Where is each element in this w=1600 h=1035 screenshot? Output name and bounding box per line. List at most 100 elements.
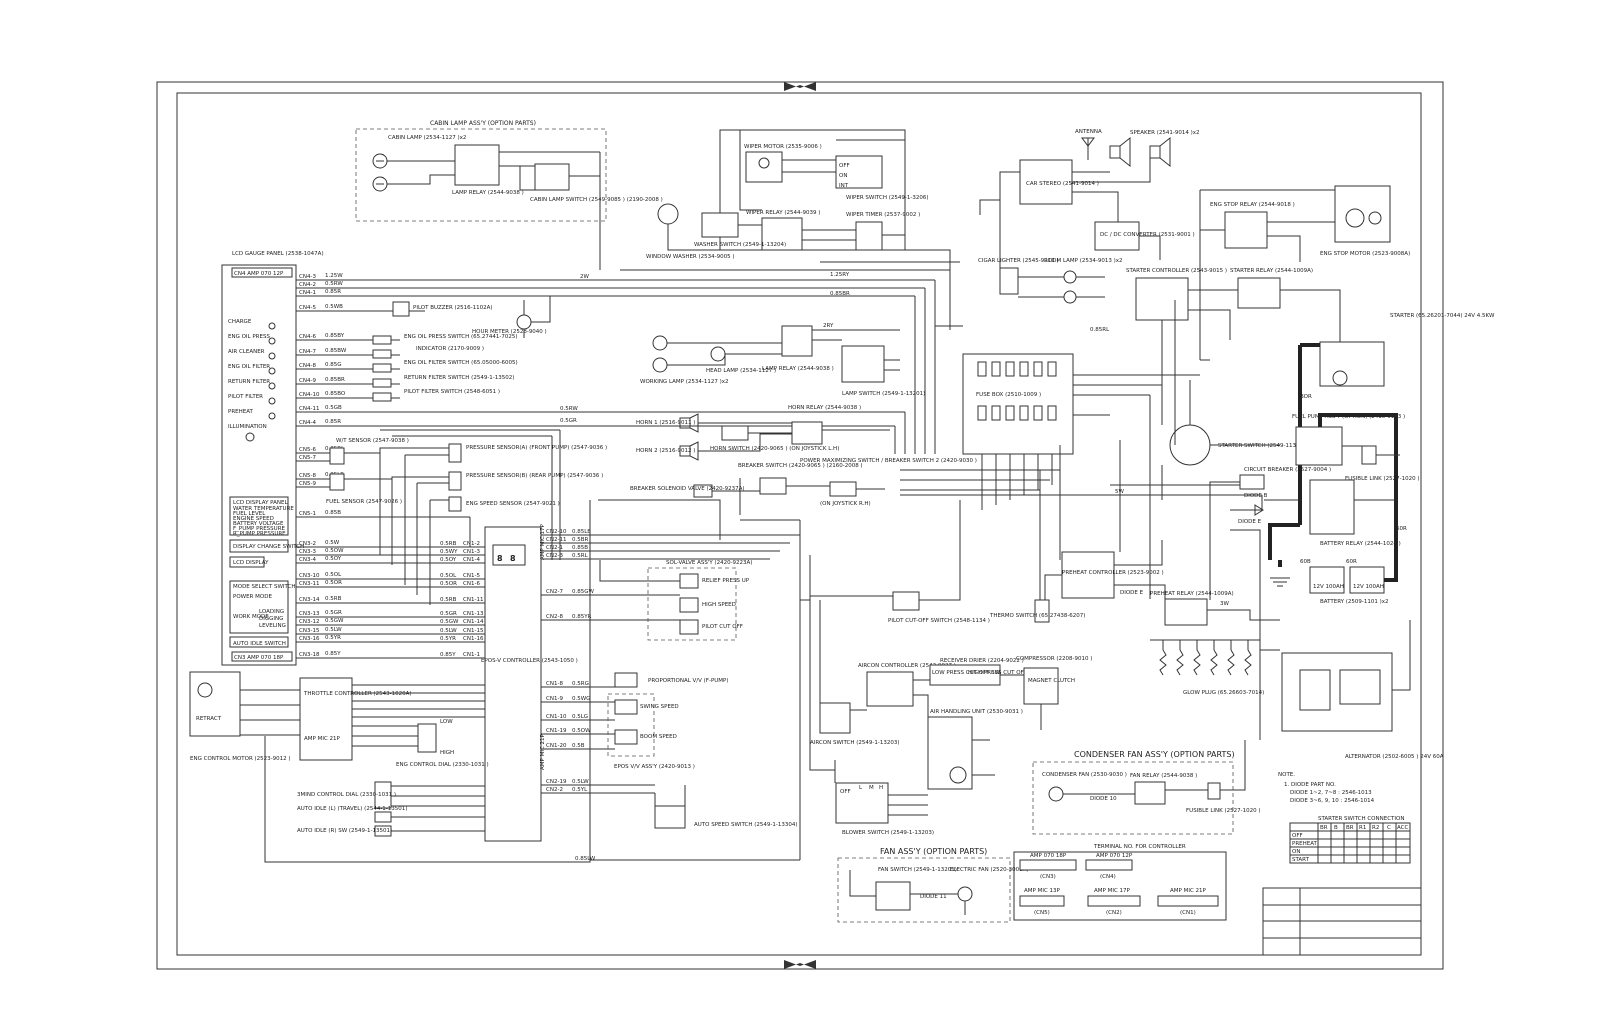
pilot-filter-lamp-icon	[268, 397, 276, 405]
hvac-wires	[799, 520, 1042, 816]
svg-text:WASHER SWITCH (2549-1-13204): WASHER SWITCH (2549-1-13204)	[694, 242, 786, 248]
svg-text:0.5WY: 0.5WY	[440, 549, 458, 555]
indicator-label-2: ENG OIL PRESS	[228, 334, 270, 340]
svg-text:CN5-6: CN5-6	[299, 447, 316, 453]
svg-text:AUTO SPEED SWITCH (2549-1-1330: AUTO SPEED SWITCH (2549-1-13304)	[694, 822, 798, 828]
fan-switch	[875, 881, 911, 911]
lcd-item-2: FUEL LEVEL	[233, 511, 266, 517]
svg-text:0.5YR: 0.5YR	[440, 636, 456, 642]
svg-text:CN1-8: CN1-8	[546, 681, 563, 687]
svg-text:CN3-4: CN3-4	[299, 557, 316, 563]
svg-text:BREAKER SOLENOID VALVE (2420-9: BREAKER SOLENOID VALVE (2420-9237A)	[630, 486, 745, 492]
main-bus-wires	[469, 249, 1261, 861]
svg-text:CN1-14: CN1-14	[463, 619, 484, 625]
svg-text:LAMP SWITCH (2549-1-13201): LAMP SWITCH (2549-1-13201)	[842, 391, 925, 397]
svg-text:POWER MAXIMIZING SWITCH / BREA: POWER MAXIMIZING SWITCH / BREAKER SWITCH…	[800, 458, 977, 464]
svg-text:DIODE E: DIODE E	[1120, 590, 1144, 596]
svg-text:0.85GW: 0.85GW	[572, 589, 595, 595]
svg-text:0.85B: 0.85B	[325, 510, 341, 516]
svg-text:CN2-10: CN2-10	[546, 529, 567, 535]
svg-text:0.5RW: 0.5RW	[325, 281, 343, 287]
wiper-motor	[745, 151, 783, 183]
svg-text:RECEIVER DRIER (2204-9022 ): RECEIVER DRIER (2204-9022 )	[940, 658, 1024, 664]
svg-text:RETURN FILTER SWITCH (2549-1-1: RETURN FILTER SWITCH (2549-1-13502)	[404, 375, 514, 381]
throttle-wires	[240, 684, 485, 747]
svg-text:LAMP RELAY (2544-9038 ): LAMP RELAY (2544-9038 )	[452, 190, 524, 196]
fan-relay	[1134, 781, 1166, 805]
svg-text:PRESSURE SENSOR(A) (FRONT PUMP: PRESSURE SENSOR(A) (FRONT PUMP) (2547-90…	[466, 445, 607, 451]
svg-text:LCD DISPLAY: LCD DISPLAY	[233, 560, 269, 566]
lamp-wires	[667, 329, 900, 371]
svg-text:CN1-20: CN1-20	[546, 743, 567, 749]
cabin-wires	[387, 151, 601, 270]
illumination-lamp-icon	[245, 432, 255, 442]
svg-text:0.5RW: 0.5RW	[560, 406, 578, 412]
eng-control-motor-box	[189, 671, 241, 737]
svg-text:SOL-VALVE ASS'Y (2420-9223A): SOL-VALVE ASS'Y (2420-9223A)	[666, 560, 752, 566]
svg-text:CN3-18: CN3-18	[299, 652, 320, 658]
svg-text:CN4-4: CN4-4	[299, 420, 316, 426]
lcd-item-5: F_PUMP PRESSURE	[233, 526, 286, 532]
svg-text:STARTER RELAY (2544-1009A): STARTER RELAY (2544-1009A)	[1230, 268, 1313, 274]
wiper-wires	[667, 130, 906, 251]
svg-text:CONDENSER FAN ASS'Y (OPTION PA: CONDENSER FAN ASS'Y (OPTION PARTS)	[1074, 750, 1235, 759]
svg-text:(CN5): (CN5)	[1034, 910, 1050, 916]
svg-text:AUTO IDLE (L) (TRAVEL) (2544-1: AUTO IDLE (L) (TRAVEL) (2544-1-13501)	[297, 806, 407, 812]
return-filter-lamp-icon	[268, 382, 276, 390]
cn3-row-10: CN3-16 0.5YR	[296, 635, 485, 643]
svg-text:CN4-2: CN4-2	[299, 282, 316, 288]
svg-text:3MIND CONTROL DIAL (2330-1031: 3MIND CONTROL DIAL (2330-1031 )	[297, 792, 396, 798]
wiper-sw-state-2: ON	[839, 173, 847, 179]
svg-text:PILOT FILTER SWITCH (2548-6051: PILOT FILTER SWITCH (2548-6051 )	[404, 389, 500, 395]
breaker-switch	[759, 477, 787, 495]
st-head-3: BR	[1346, 825, 1354, 831]
svg-text:0.5GW: 0.5GW	[325, 618, 344, 624]
starter-motor-icon	[1332, 370, 1348, 386]
svg-text:CN1-2: CN1-2	[463, 541, 480, 547]
svg-text:CN3-11: CN3-11	[299, 581, 319, 587]
svg-text:CN2-19: CN2-19	[546, 779, 567, 785]
st-row-4: START	[1292, 857, 1310, 863]
svg-text:ENG OIL PRESS SWITCH (65.27441: ENG OIL PRESS SWITCH (65.27441-7025)	[404, 334, 518, 340]
svg-text:0.85Y: 0.85Y	[325, 651, 341, 657]
auto-idle-travel	[374, 811, 392, 823]
svg-text:THERMO SWITCH (65.27438-6207): THERMO SWITCH (65.27438-6207)	[989, 613, 1085, 619]
svg-text:CN3-13: CN3-13	[299, 611, 320, 617]
svg-text:CN5-8: CN5-8	[299, 473, 316, 479]
terminal-block	[1013, 851, 1227, 921]
svg-text:CN4-1: CN4-1	[299, 290, 316, 296]
battery-cell-2: 12V 100AH	[1353, 584, 1384, 590]
svg-text:LOW PRESS CUT OFF SW: LOW PRESS CUT OFF SW	[932, 670, 1001, 676]
window-washer-icon	[657, 203, 679, 225]
svg-text:1.25W: 1.25W	[325, 273, 343, 279]
svg-text:(CN4): (CN4)	[1100, 874, 1116, 880]
svg-text:CONDENSER FAN (2530-9030 ): CONDENSER FAN (2530-9030 )	[1042, 772, 1127, 778]
svg-text:(CN2): (CN2)	[1106, 910, 1122, 916]
lcd-display-block	[229, 496, 289, 536]
lamp-switch	[841, 345, 885, 383]
svg-text:HORN RELAY (2544-9038 ): HORN RELAY (2544-9038 )	[788, 405, 861, 411]
svg-text:0.5OL: 0.5OL	[325, 572, 342, 578]
svg-text:CN4-10: CN4-10	[299, 392, 320, 398]
svg-text:60R: 60R	[1346, 559, 1357, 565]
svg-text:AMP MIC 21P: AMP MIC 21P	[1170, 888, 1207, 894]
svg-text:DIODE 1~2, 7~8 : 2546-1013: DIODE 1~2, 7~8 : 2546-1013	[1290, 790, 1372, 796]
svg-text:BOOM SPEED: BOOM SPEED	[640, 734, 677, 740]
svg-text:RETRACT: RETRACT	[196, 716, 222, 722]
svg-text:AMP MIC 17P: AMP MIC 17P	[540, 523, 546, 560]
term-amp-070-18p	[1019, 859, 1077, 871]
svg-text:CN3-16: CN3-16	[299, 636, 320, 642]
fan-group	[837, 857, 1011, 923]
thermo-switch	[1034, 599, 1050, 623]
lcd-item-6: R_PUMP PRESSURE	[233, 531, 286, 537]
power-max-switch	[829, 481, 857, 497]
svg-text:ENG SPEED SENSOR (2547-9021 ): ENG SPEED SENSOR (2547-9021 )	[466, 501, 560, 507]
eng-stop-motor-box	[1334, 185, 1391, 243]
svg-text:60R: 60R	[1396, 526, 1407, 532]
svg-text:POWER MODE: POWER MODE	[233, 594, 272, 600]
svg-text:AMP MIC 21P: AMP MIC 21P	[304, 736, 341, 742]
